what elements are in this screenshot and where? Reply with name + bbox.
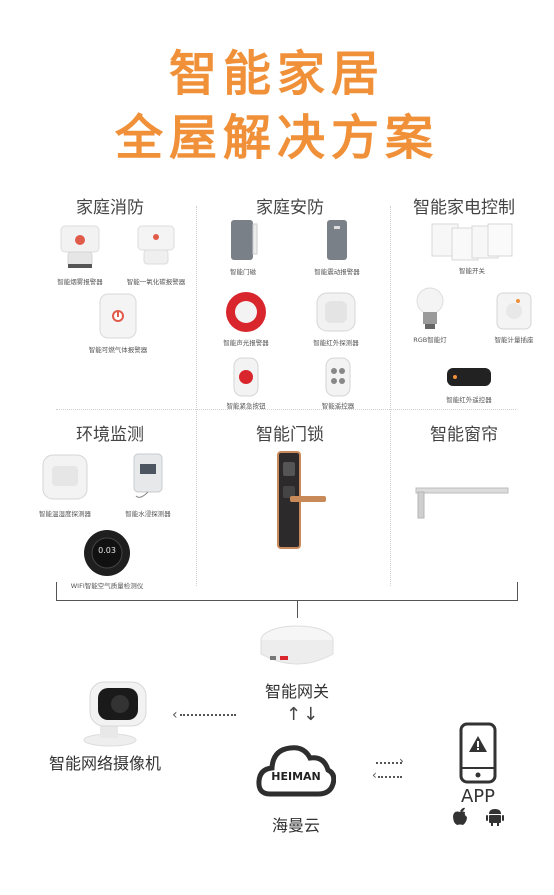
gas-detector: 智能可燃气体报警器 [89,292,147,354]
category-env: 环境监测 [76,425,144,445]
remote-control-icon [325,357,351,397]
smoke-detector-icon [60,225,100,268]
sync-arrows-icon: ↑↓ [286,704,321,725]
pir-sensor-icon [316,292,356,332]
gateway-icon [260,625,334,665]
app-label: APP [460,786,496,807]
smart-door-lock [270,450,330,550]
curtain-track-icon [415,487,509,519]
door-sensor-icon [231,220,258,260]
row-divider [56,409,516,410]
co-detector: 智能一氧化碳报警器 [127,222,185,286]
bracket-stem [297,600,298,618]
co-detector-icon [137,225,175,265]
sos-button: 智能紧急按钮 [227,356,266,412]
cloud-icon [256,745,337,797]
category-lock: 智能门锁 [256,425,324,445]
arrow-from-app [378,776,402,778]
door-sensor: 智能门磁 [228,218,258,280]
phone [458,722,498,784]
arrow-left-head-icon-2: ‹ [372,768,377,782]
android-icon [485,806,505,830]
column-divider-left [196,206,197,586]
cloud-label: 海曼云 [271,816,320,835]
temp-humidity-sensor-icon [42,454,88,500]
door-lock-icon [277,451,326,549]
remote-control: 智能遥控器 [320,356,356,412]
camera-icon [83,681,147,747]
vibration-sensor: 智能震动报警器 [314,218,360,280]
category-security: 家庭安防 [256,198,324,218]
rgb-bulb: RGB智能灯 [412,286,448,346]
cloud-brand: HEIMAN [271,770,321,783]
siren-icon [226,292,266,332]
switch-panel-icon [431,223,513,261]
water-leak-sensor: 智能水浸探测器 [125,450,171,518]
phone-icon [459,722,497,784]
air-quality-monitor: 0.03 WIFI智能空气质量检测仪 [71,528,143,592]
smoke-detector: 智能烟雾报警器 [57,222,103,286]
column-divider-right [390,206,391,586]
title-line-2: 全屋解决方案 [114,110,439,166]
pir-sensor: 智能红外探测器 [313,290,359,350]
camera-label: 智能网络摄像机 [48,754,161,773]
gas-detector-icon [99,293,137,339]
sos-button-icon [233,357,259,397]
temp-humidity-sensor: 智能温湿度探测器 [39,452,91,518]
ir-blaster-icon [447,368,491,386]
vibration-sensor-icon [327,220,347,260]
apple-icon [451,806,469,830]
arrow-to-app [376,762,402,764]
smart-plug-icon [496,292,532,330]
smart-plug: 智能计量插座 [494,290,534,346]
air-quality-reading: 0.03 [98,546,116,555]
category-fire: 家庭消防 [76,198,144,218]
title-line-1: 智能家居 [168,46,385,102]
ir-blaster: 智能红外遥控器 [444,362,494,408]
category-curtain: 智能窗帘 [430,425,498,445]
devices-bracket [56,582,518,601]
arrow-to-camera [180,714,236,716]
water-sensor-icon [133,453,163,498]
curtain-track [412,482,510,522]
smart-switch: 智能开关 [430,222,514,275]
air-quality-monitor-icon [84,530,130,576]
category-appliance: 智能家电控制 [413,198,515,218]
arrow-right-head-icon: › [399,754,404,768]
network-camera [74,678,156,750]
arrow-left-head-icon: ‹ [172,707,178,723]
heiman-cloud: HEIMAN [256,736,337,806]
gateway-hub [258,618,336,674]
bulb-icon [416,287,444,329]
siren-alarm: 智能声光报警器 [223,290,269,350]
gateway-label: 智能网关 [264,682,329,701]
